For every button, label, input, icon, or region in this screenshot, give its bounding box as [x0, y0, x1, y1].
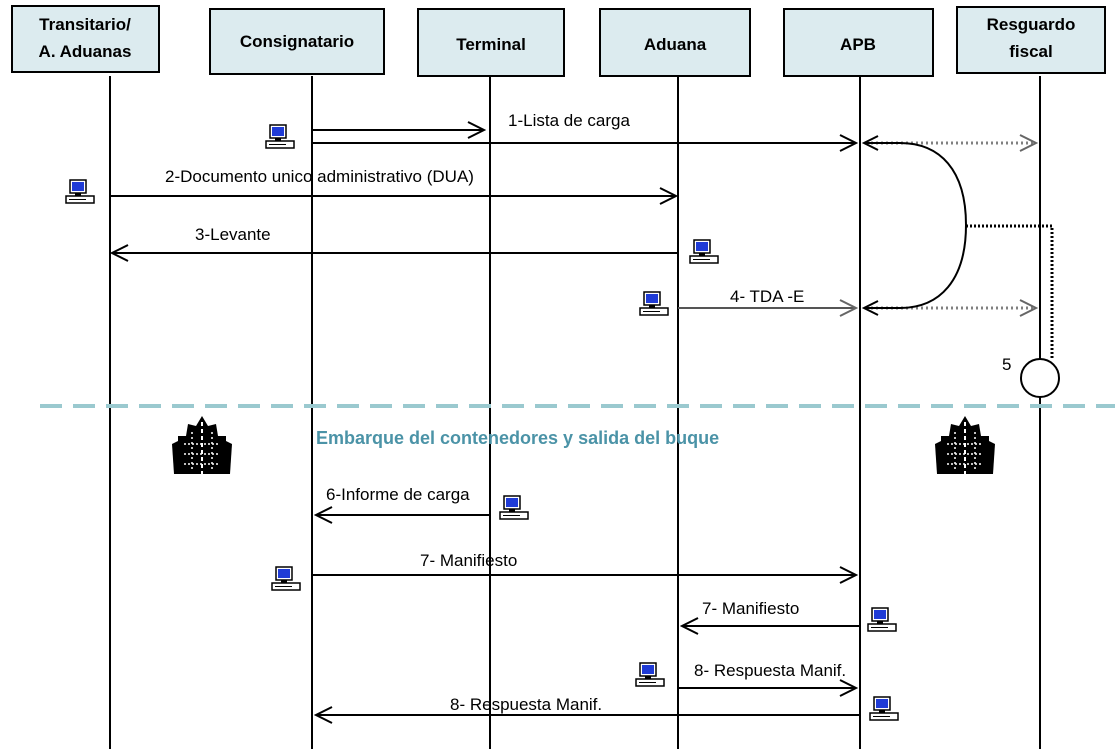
message-8b: 8- Respuesta Manif.	[316, 695, 899, 720]
step-5-marker: 5	[1002, 355, 1060, 398]
ship-icon	[934, 415, 996, 475]
actor-label: Resguardo	[987, 15, 1076, 34]
message-1: 1-Lista de carga	[265, 111, 856, 148]
actor-label: Transitario/	[39, 15, 131, 34]
actor-apb: APB	[783, 8, 934, 77]
step-5-label: 5	[1002, 355, 1011, 374]
message-label: 7- Manifiesto	[420, 551, 517, 570]
message-label: 8- Respuesta Manif.	[694, 661, 846, 680]
actor-label: Consignatario	[240, 32, 354, 51]
message-7b: 7- Manifiesto	[682, 599, 897, 631]
message-label: 4- TDA -E	[730, 287, 804, 306]
message-label: 1-Lista de carga	[508, 111, 630, 130]
actor-label: fiscal	[1009, 42, 1052, 61]
apb-forward-links	[861, 136, 1054, 358]
actor-transitario: Transitario/ A. Aduanas	[11, 5, 160, 73]
actor-aduana: Aduana	[599, 8, 751, 77]
actor-label: A. Aduanas	[39, 42, 132, 61]
message-label: 7- Manifiesto	[702, 599, 799, 618]
actor-label: Aduana	[644, 35, 707, 54]
actor-label: APB	[840, 35, 876, 54]
message-4: 4- TDA -E	[639, 287, 856, 315]
message-label: 3-Levante	[195, 225, 271, 244]
message-label: 2-Documento unico administrativo (DUA)	[165, 167, 474, 186]
message-label: 6-Informe de carga	[326, 485, 470, 504]
actor-resguardo: Resguardo fiscal	[956, 6, 1106, 74]
message-6: 6-Informe de carga	[316, 485, 529, 519]
actor-label: Terminal	[456, 35, 526, 54]
message-label: 8- Respuesta Manif.	[450, 695, 602, 714]
message-7a: 7- Manifiesto	[271, 551, 856, 591]
section-label: Embarque del contenedores y salida del b…	[316, 428, 719, 448]
message-8a: 8- Respuesta Manif.	[635, 661, 856, 688]
actor-consignatario: Consignatario	[209, 8, 385, 75]
ship-icon	[171, 415, 233, 475]
message-3: 3-Levante	[112, 225, 719, 264]
actor-terminal: Terminal	[417, 8, 565, 77]
message-2: 2-Documento unico administrativo (DUA)	[65, 167, 676, 203]
